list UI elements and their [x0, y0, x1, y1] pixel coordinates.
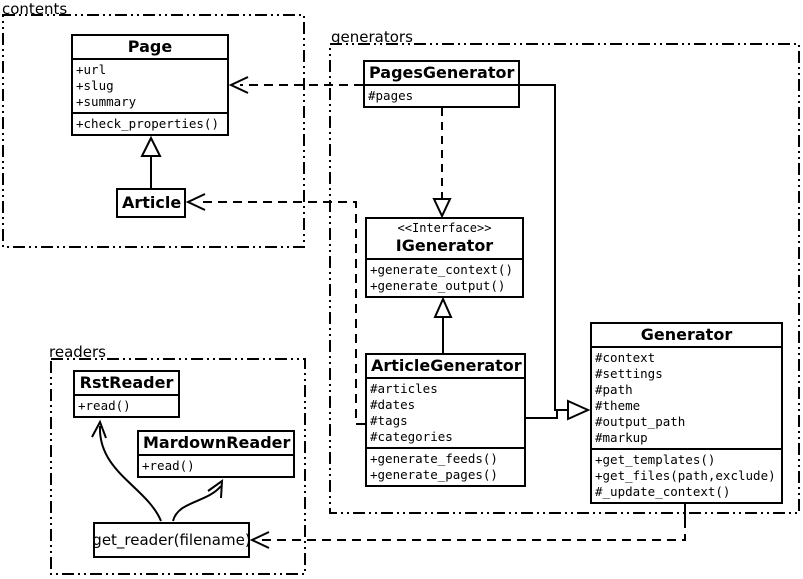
- class-articlegenerator-attributes: #articles #dates #tags #categories: [367, 379, 524, 449]
- class-member: #tags: [370, 413, 408, 428]
- class-member: +summary: [76, 94, 137, 109]
- class-member: +read(): [142, 458, 195, 473]
- edge-generators-extend-generator: [520, 84, 591, 421]
- class-pagesgenerator: PagesGenerator #pages: [363, 60, 520, 108]
- class-article: Article: [116, 188, 186, 218]
- class-member: +generate_pages(): [370, 467, 498, 482]
- class-member: +generate_output(): [370, 278, 506, 293]
- class-articlegenerator: ArticleGenerator #articles #dates #tags …: [365, 353, 526, 487]
- function-get-reader-label: get_reader(filename): [92, 531, 251, 549]
- class-rstreader: RstReader +read(): [73, 370, 180, 418]
- class-page-operations: +check_properties(): [73, 114, 227, 134]
- package-readers-border: [50, 358, 306, 575]
- package-generators-border: [329, 43, 800, 514]
- class-member: +generate_context(): [370, 262, 513, 277]
- class-mardownreader: MardownReader +read(): [137, 430, 295, 478]
- class-member: #context: [595, 350, 656, 365]
- class-pagesgenerator-attributes: #pages: [365, 86, 518, 106]
- class-member: +generate_feeds(): [370, 451, 498, 466]
- edge-articlegenerator-implements-igenerator: [433, 296, 453, 353]
- class-member: #settings: [595, 366, 663, 381]
- class-member: #_update_context(): [595, 484, 731, 499]
- class-member: +slug: [76, 78, 114, 93]
- edge-pagesgenerator-uses-page: [228, 76, 363, 94]
- class-generator-name: Generator: [592, 324, 781, 348]
- package-readers-label: readers: [49, 343, 106, 361]
- class-igenerator-name: IGenerator: [395, 236, 494, 255]
- class-article-name: Article: [122, 193, 182, 212]
- class-igenerator-stereotype: <<Interface>>: [397, 221, 492, 235]
- class-member: #pages: [368, 88, 414, 103]
- package-contents-label: contents: [2, 0, 68, 18]
- class-mardownreader-operations: +read(): [139, 456, 293, 476]
- edge-getreader-to-mardownreader: [172, 478, 224, 522]
- package-contents-border: [2, 14, 305, 248]
- class-mardownreader-name: MardownReader: [139, 432, 293, 456]
- class-igenerator-header: <<Interface>> IGenerator: [367, 219, 522, 260]
- class-pagesgenerator-name: PagesGenerator: [365, 62, 518, 86]
- package-generators-label: generators: [331, 28, 413, 46]
- edge-article-extends-page: [140, 135, 162, 188]
- class-member: +url: [76, 62, 107, 77]
- class-generator-operations: +get_templates() +get_files(path,exclude…: [592, 450, 781, 502]
- class-member: +read(): [78, 398, 131, 413]
- class-page-name: Page: [73, 36, 227, 60]
- class-page-attributes: +url +slug +summary: [73, 60, 227, 114]
- class-generator-attributes: #context #settings #path #theme #output_…: [592, 348, 781, 450]
- class-igenerator-operations: +generate_context() +generate_output(): [367, 260, 522, 296]
- edge-generator-uses-getreader: [249, 500, 686, 549]
- class-member: #categories: [370, 429, 453, 444]
- class-member: #markup: [595, 430, 648, 445]
- class-member: +get_templates(): [595, 452, 716, 467]
- class-member: #dates: [370, 397, 416, 412]
- class-member: #output_path: [595, 414, 686, 429]
- class-articlegenerator-name: ArticleGenerator: [367, 355, 524, 379]
- function-get-reader: get_reader(filename): [92, 522, 251, 558]
- class-page: Page +url +slug +summary +check_properti…: [71, 34, 229, 136]
- class-member: +check_properties(): [76, 116, 219, 131]
- edge-articlegenerator-uses-article: [185, 193, 365, 425]
- class-member: #articles: [370, 381, 438, 396]
- class-rstreader-operations: +read(): [75, 396, 178, 416]
- edge-pagesgenerator-implements-igenerator: [432, 108, 452, 219]
- edge-getreader-to-rstreader: [91, 419, 162, 522]
- class-articlegenerator-operations: +generate_feeds() +generate_pages(): [367, 449, 524, 485]
- class-member: +get_files(path,exclude): [595, 468, 776, 483]
- class-member: #theme: [595, 398, 641, 413]
- class-member: #path: [595, 382, 633, 397]
- class-generator: Generator #context #settings #path #them…: [590, 322, 783, 504]
- class-igenerator: <<Interface>> IGenerator +generate_conte…: [365, 217, 524, 298]
- class-rstreader-name: RstReader: [75, 372, 178, 396]
